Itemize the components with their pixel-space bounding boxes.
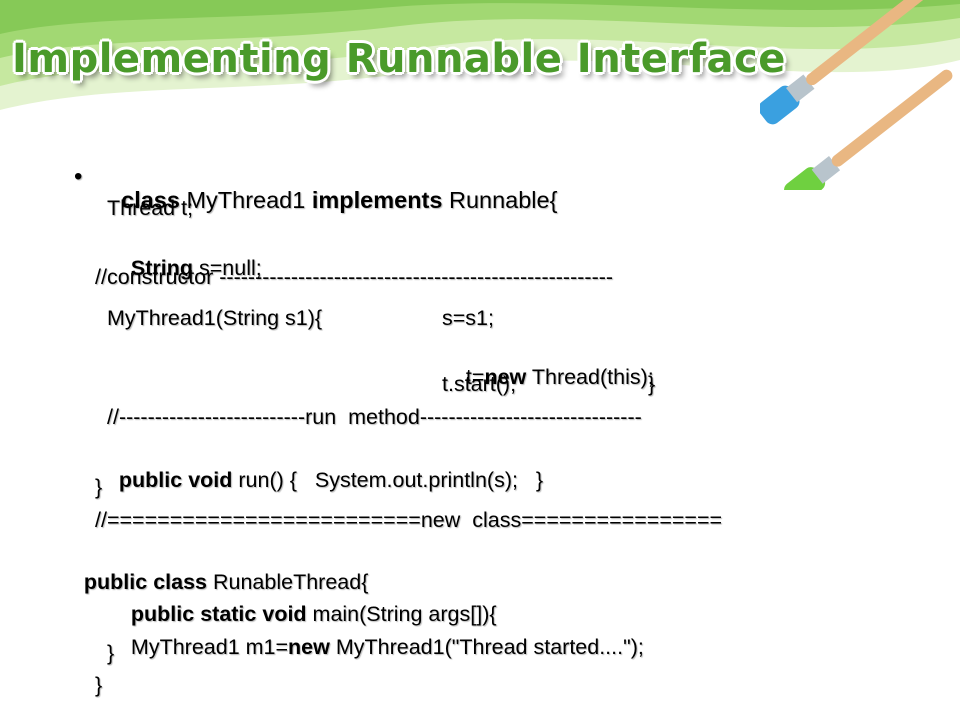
keyword: class <box>153 570 208 594</box>
code-text: MyThread1("Thread started...."); <box>329 635 644 659</box>
slide-title: Implementing Runnable Interface <box>12 36 786 82</box>
code-text: MyThread1 m1= <box>130 635 289 659</box>
keyword: public <box>130 602 195 626</box>
code-line-main-close: } <box>107 641 115 665</box>
code-line-public-class: public class RunableThread{ <box>60 543 368 621</box>
header-band: Implementing Runnable Interface <box>0 0 960 140</box>
code-line-run-comment: //--------------------------run method--… <box>107 405 642 429</box>
keyword: static <box>200 602 257 626</box>
code-line-class-close: } <box>95 475 103 499</box>
code-line-class-declaration: class MyThread1 implements Runnable{ <box>95 161 557 239</box>
code-line-outer-close: } <box>95 673 103 697</box>
code-line-start: t.start(); <box>442 372 517 396</box>
code-line-run-method: public void run() { System.out.println(s… <box>95 441 543 519</box>
keyword: public <box>118 468 183 492</box>
keyword: new <box>484 365 527 389</box>
bullet-marker: • <box>74 163 83 190</box>
keyword: void <box>188 468 233 492</box>
code-line-field-string: String s=null; <box>107 229 262 307</box>
code-line-new-thread: t=new Thread(this); <box>442 338 654 416</box>
code-line-constructor-comment: //constructor --------------------------… <box>95 265 614 289</box>
code-text: RunableThread{ <box>207 570 369 594</box>
code-text: MyThread1 <box>179 187 312 213</box>
code-line-constructor-close: } <box>648 372 656 396</box>
code-text: s=null; <box>193 256 262 280</box>
keyword: implements <box>311 187 443 213</box>
code-line-main-method: public static void main(String args[]){ <box>107 575 497 653</box>
keyword: String <box>130 256 194 280</box>
paintbrushes-icon <box>760 0 953 190</box>
code-line-constructor-signature: MyThread1(String s1){ <box>107 306 323 330</box>
code-text: Thread(this); <box>526 365 654 389</box>
code-text: run() { System.out.println(s); } <box>232 468 544 492</box>
code-text: main(String args[]){ <box>306 602 497 626</box>
code-text: Runnable{ <box>442 187 558 213</box>
code-line-assign-s: s=s1; <box>442 306 494 330</box>
keyword: void <box>262 602 307 626</box>
code-line-field-thread: Thread t; <box>107 196 194 220</box>
header-wave-decoration <box>0 0 960 110</box>
code-line-new-class-comment: //=========================new class====… <box>95 508 723 532</box>
keyword: new <box>288 635 330 659</box>
keyword: class <box>121 187 180 213</box>
keyword: public <box>83 570 148 594</box>
code-line-instantiate: MyThread1 m1=new MyThread1("Thread start… <box>107 608 644 686</box>
code-text: t= <box>465 365 485 389</box>
